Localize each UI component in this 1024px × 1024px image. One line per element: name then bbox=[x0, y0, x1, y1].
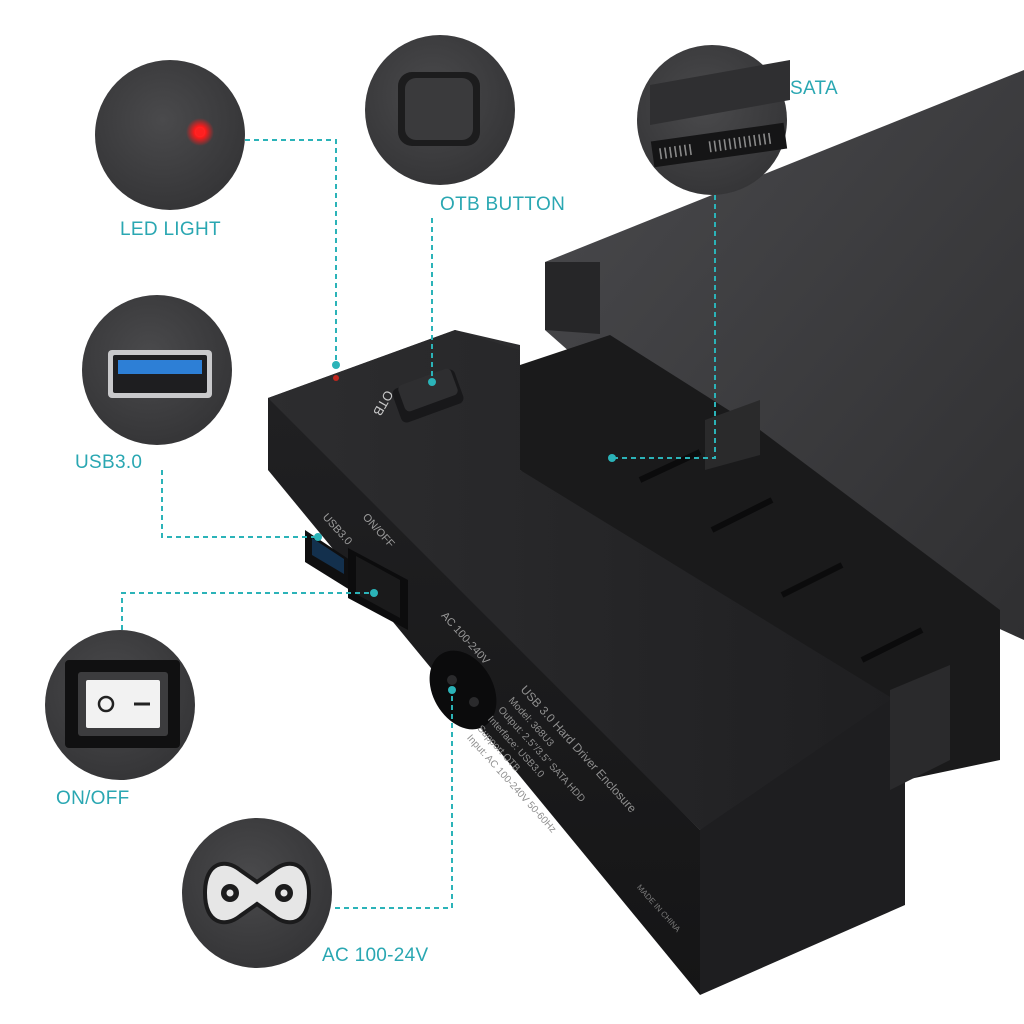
onoff-leader-line bbox=[121, 592, 374, 630]
drive-bay-cavity bbox=[520, 335, 1000, 780]
led-bubble bbox=[95, 60, 245, 210]
usb-leader-line bbox=[161, 470, 318, 538]
otb-bubble bbox=[365, 35, 515, 185]
usb3-label: USB3.0 bbox=[75, 452, 143, 473]
callout-lines bbox=[121, 139, 716, 909]
on-off-label: ON/OFF bbox=[56, 788, 130, 809]
sata-connector-icon bbox=[650, 60, 790, 168]
onoff-bubble bbox=[45, 630, 195, 780]
ac-voltage-label: AC 100-24V bbox=[322, 945, 429, 966]
led-light-label: LED LIGHT bbox=[120, 219, 221, 240]
usb-bubble bbox=[82, 295, 232, 445]
usb-port-icon bbox=[108, 350, 212, 398]
end-cap-slot bbox=[890, 665, 950, 790]
device-usb-port bbox=[305, 530, 350, 590]
device-led bbox=[333, 375, 339, 381]
sata-leader-line bbox=[612, 195, 716, 459]
bay-ribs bbox=[638, 449, 924, 663]
rocker-switch-icon bbox=[65, 660, 180, 748]
front-panel-face bbox=[268, 330, 895, 830]
sata-bubble bbox=[637, 45, 790, 195]
power-socket-icon bbox=[202, 861, 312, 925]
enclosure-end-cap bbox=[700, 690, 905, 995]
sata-label: SATA bbox=[790, 78, 839, 99]
callout-endpoints bbox=[314, 361, 616, 694]
ac-leader-line bbox=[335, 690, 453, 909]
device-otb-button bbox=[392, 368, 464, 423]
device-rocker-switch bbox=[348, 548, 408, 630]
sata-connector-block bbox=[705, 400, 760, 470]
otb-button-label: OTB BUTTON bbox=[440, 194, 566, 215]
ac-bubble bbox=[182, 818, 332, 968]
device-ac-socket bbox=[429, 650, 497, 730]
hdd-enclosure: OTB USB3.0 ON/OFF AC 100-240V USB 3.0 Ha… bbox=[268, 70, 1024, 995]
led-leader-line bbox=[245, 139, 337, 365]
enclosure-side-wall bbox=[545, 262, 600, 334]
enclosure-top-surface bbox=[545, 70, 1024, 640]
